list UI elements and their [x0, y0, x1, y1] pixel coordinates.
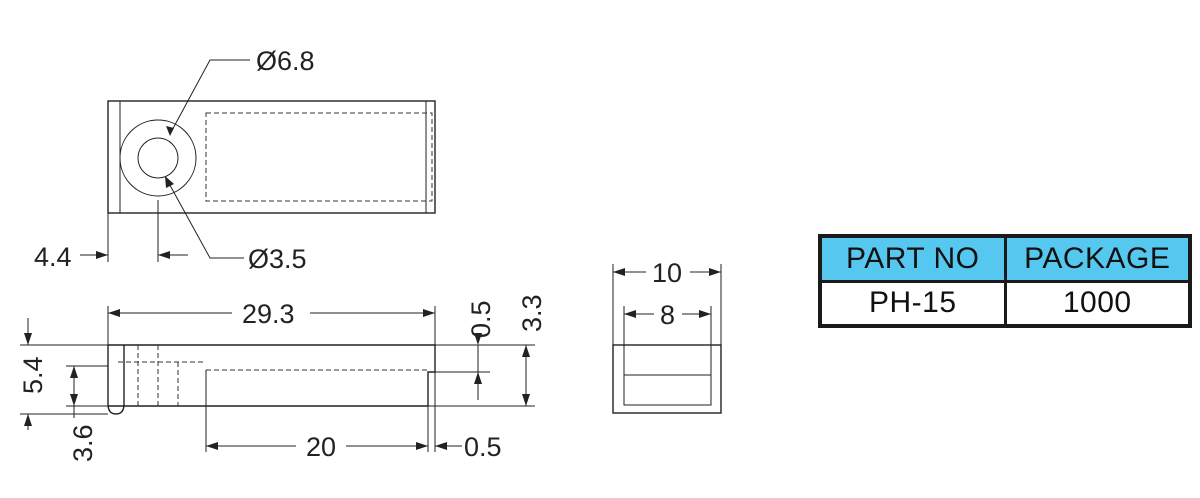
top-view: [80, 59, 436, 262]
inner-hole-circle: [137, 137, 179, 179]
dim-top-step: 0.5: [466, 300, 496, 338]
dim-body-height: 3.6: [68, 424, 98, 462]
dim-outer-diameter: Ø6.8: [256, 46, 315, 76]
dim-width: 10: [652, 258, 682, 288]
cell-package: 1000: [1006, 282, 1188, 324]
dim-end-gap: 0.5: [464, 432, 502, 462]
dim-hole-offset: 4.4: [34, 242, 72, 272]
dim-total-height: 3.3: [517, 294, 547, 332]
part-table: PART NO PACKAGE PH-15 1000: [818, 234, 1192, 328]
outer-hole-circle: [119, 119, 197, 197]
dim-left-height: 5.4: [18, 356, 48, 394]
header-package: PACKAGE: [1006, 238, 1188, 280]
cell-part-no: PH-15: [822, 282, 1004, 324]
end-view: [612, 264, 722, 414]
dim-inner-diameter: Ø3.5: [248, 244, 307, 274]
dim-inner-width: 8: [660, 300, 675, 330]
side-view: [20, 306, 535, 452]
dim-total-length: 29.3: [242, 299, 295, 329]
header-part-no: PART NO: [822, 238, 1004, 280]
dim-slot-length: 20: [306, 432, 336, 462]
